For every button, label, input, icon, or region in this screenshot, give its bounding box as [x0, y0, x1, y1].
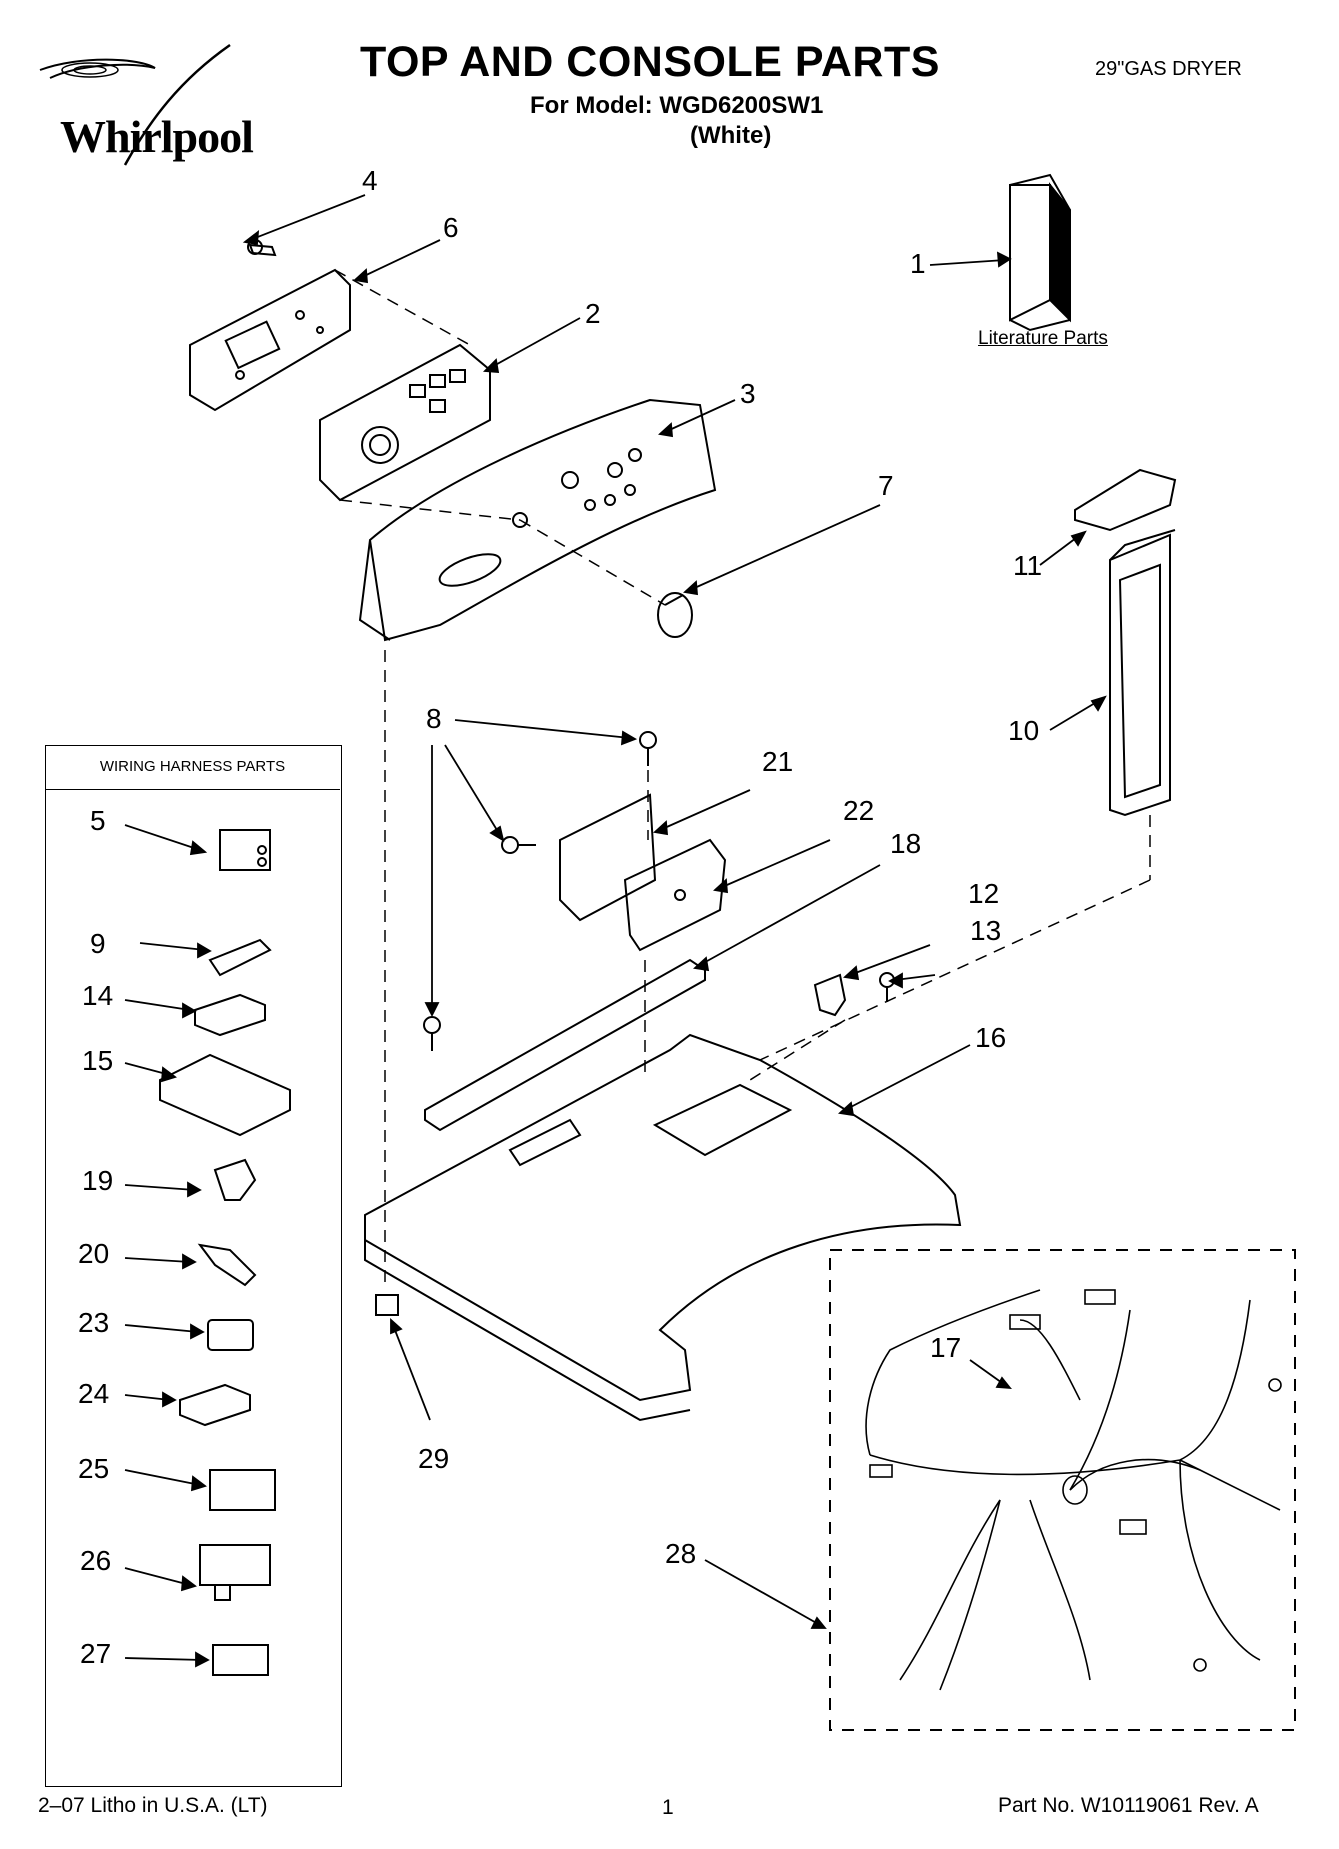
knob-icon [657, 592, 693, 638]
wiring-harness-parts-box [45, 745, 342, 1787]
callout-14: 14 [82, 980, 114, 1011]
callout-3: 3 [740, 378, 756, 409]
screw-13-icon [879, 972, 895, 1002]
callout-8: 8 [426, 703, 442, 734]
callout-12: 12 [968, 878, 1000, 909]
footer-part-number: Part No. W10119061 Rev. A [998, 1794, 1259, 1817]
harness-part-24-icon [179, 1383, 251, 1427]
screw-8-mid-icon [501, 836, 536, 854]
whirlpool-logo: Whirlpool [30, 40, 280, 170]
callout-4: 4 [362, 165, 378, 196]
literature-booklet-icon [1009, 173, 1071, 332]
callout-27: 27 [80, 1638, 112, 1669]
harness-part-20-icon [197, 1243, 257, 1287]
callout-9: 9 [90, 928, 106, 959]
literature-parts-label: Literature Parts [978, 328, 1108, 349]
wiring-harness-icon [865, 1289, 1282, 1691]
callout-19: 19 [82, 1165, 114, 1196]
callout-13: 13 [970, 915, 1002, 946]
callout-17: 17 [930, 1332, 962, 1363]
product-type: 29"GAS DRYER [1095, 58, 1242, 80]
callout-18: 18 [890, 828, 922, 859]
callout-25: 25 [78, 1453, 110, 1484]
callout-23: 23 [78, 1307, 110, 1338]
callout-26: 26 [80, 1545, 112, 1576]
callout-2: 2 [585, 298, 601, 329]
model-number: For Model: WGD6200SW1 [530, 92, 824, 119]
console-strip-icon [424, 958, 706, 1132]
brand-name: Whirlpool [60, 111, 254, 162]
clip-12-icon [813, 973, 847, 1017]
harness-part-19-icon [213, 1158, 257, 1201]
callout-29: 29 [418, 1443, 450, 1474]
callout-11: 11 [1013, 550, 1043, 581]
console-icon [358, 398, 717, 642]
callout-24: 24 [78, 1378, 110, 1409]
wiring-harness-title: WIRING HARNESS PARTS [45, 745, 340, 790]
callout-21: 21 [762, 746, 794, 777]
page-title: TOP AND CONSOLE PARTS [360, 38, 940, 86]
mounting-bracket-icon [559, 793, 657, 922]
harness-part-25-icon [209, 1469, 276, 1511]
footer-litho: 2–07 Litho in U.S.A. (LT) [38, 1794, 268, 1817]
callout-16: 16 [975, 1022, 1007, 1053]
logo-swirl-icon [39, 43, 231, 166]
callout-1: 1 [910, 248, 926, 279]
harness-part-23-icon [207, 1319, 254, 1351]
screw-8-low-icon [423, 1016, 441, 1051]
foot-pad-icon [375, 1294, 399, 1316]
footer-page-number: 1 [662, 1796, 674, 1819]
callout-22: 22 [843, 795, 875, 826]
harness-part-15-icon [159, 1053, 291, 1137]
callout-15: 15 [82, 1045, 114, 1076]
callout-7: 7 [878, 470, 894, 501]
harness-part-26-icon [199, 1544, 271, 1601]
harness-part-27-icon [212, 1644, 269, 1676]
lint-screen-icon [1109, 529, 1176, 817]
top-panel-icon [364, 1033, 962, 1422]
harness-part-14-icon [194, 993, 266, 1037]
callout-10: 10 [1008, 715, 1040, 746]
control-bracket-icon [189, 268, 351, 412]
model-color: (White) [690, 122, 772, 149]
terminal-block-icon [623, 838, 727, 952]
callout-5: 5 [90, 805, 106, 836]
harness-part-5-icon [219, 829, 271, 871]
screw-8-top-icon [639, 731, 657, 766]
lint-cover-icon [1074, 468, 1177, 532]
callout-6: 6 [443, 212, 459, 243]
harness-part-9-icon [208, 938, 272, 977]
callout-28: 28 [665, 1538, 697, 1569]
control-board-icon [319, 343, 491, 502]
callout-20: 20 [78, 1238, 110, 1269]
